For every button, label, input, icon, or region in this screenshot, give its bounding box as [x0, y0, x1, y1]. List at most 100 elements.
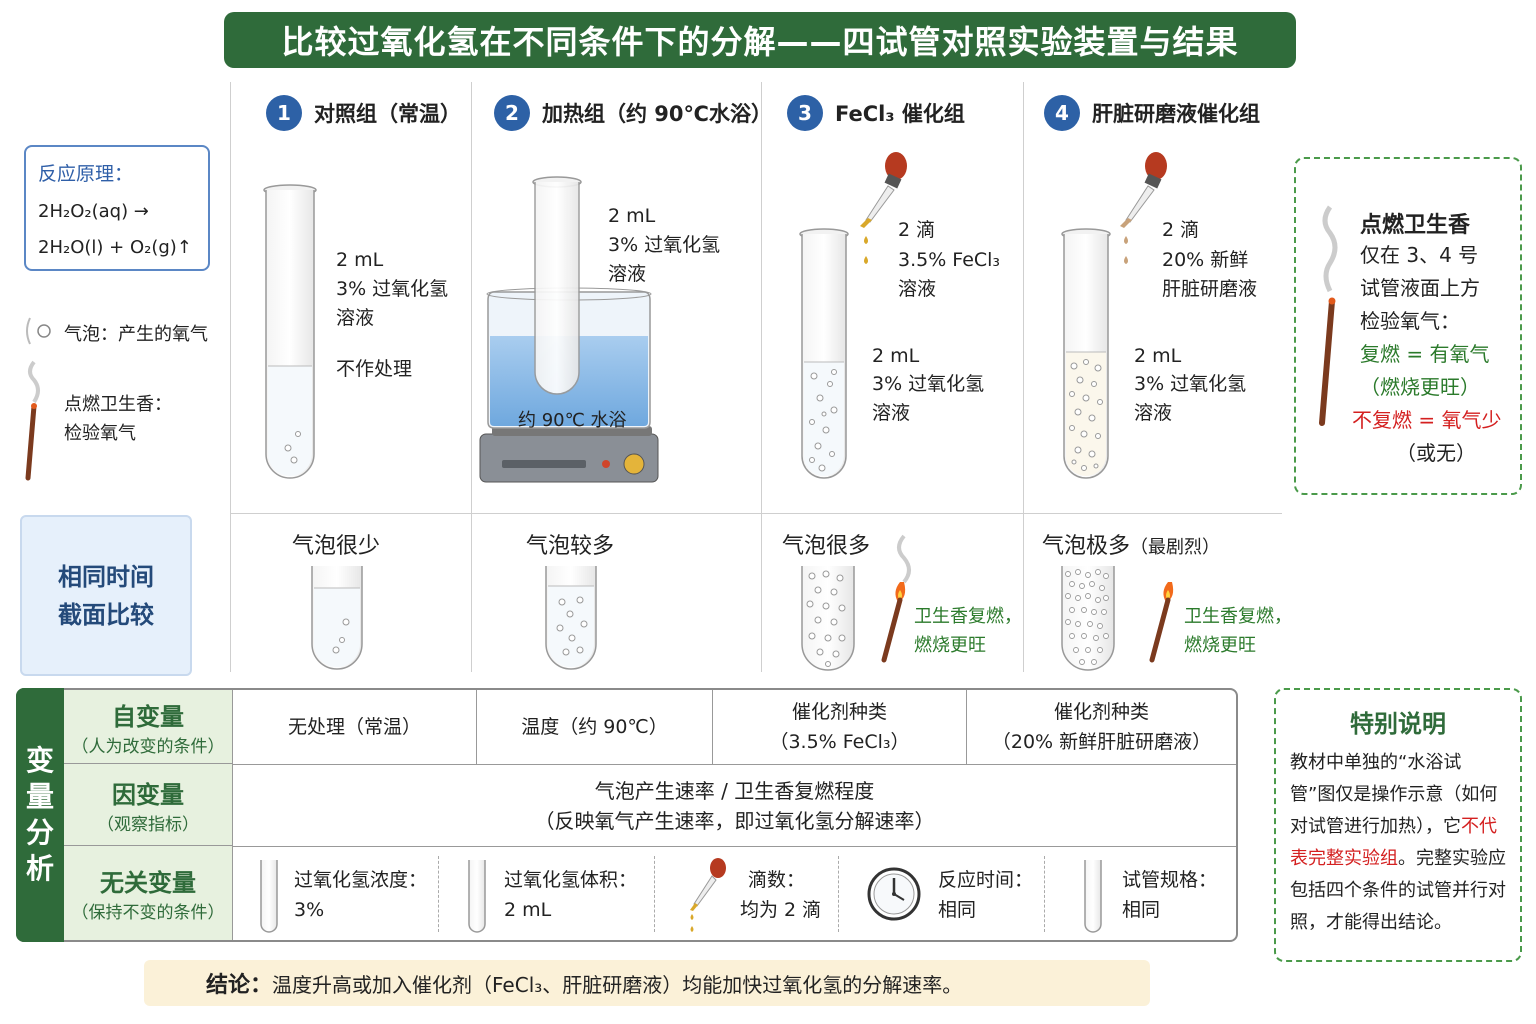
cv-item-2-label: 过氧化氢体积： — [504, 869, 638, 891]
tip-negative-2: （或无） — [1396, 441, 1476, 465]
table-divider — [232, 690, 233, 940]
iv-cell-4-text-2: （20% 新鲜肝脏研磨液） — [991, 731, 1212, 753]
side-label-char-2: 量 — [25, 780, 54, 813]
group-2-solution-line1: 2 mL — [608, 205, 656, 227]
special-note-box: 特别说明 教材中单独的“水浴试管”图仅是操作示意（如何对试管进行加热），它不代表… — [1274, 688, 1522, 962]
tip-positive-2: （燃烧更旺） — [1360, 375, 1480, 399]
group-1-solution-line1: 2 mL — [336, 249, 384, 271]
conclusion-text: 温度升高或加入催化剂（FeCl₃、肝脏研磨液）均能加快过氧化氢的分解速率。 — [272, 972, 963, 997]
cv-dropper-icon — [690, 858, 726, 932]
iv-cell-2: 温度（约 90℃） — [477, 690, 712, 764]
table-divider — [966, 690, 967, 764]
result-2-tube-section — [545, 566, 597, 670]
group-4-name: 肝脏研磨液催化组 — [1092, 102, 1260, 126]
result-4-label: 气泡极多（最剧烈） — [1042, 528, 1220, 560]
iv-cell-3: 催化剂种类 （3.5% FeCl₃） — [713, 690, 966, 764]
comparison-label-line2: 截面比较 — [58, 600, 154, 629]
group-1-solution-line3: 溶液 — [336, 307, 375, 329]
conclusion-bar: 结论：温度升高或加入催化剂（FeCl₃、肝脏研磨液）均能加快过氧化氢的分解速率。 — [144, 960, 1150, 1006]
clock-icon — [867, 867, 921, 921]
dv-cell-line1: 气泡产生速率 / 卫生香复燃程度 — [594, 778, 875, 803]
result-1-label: 气泡很少 — [292, 534, 381, 559]
group-3-name: FeCl₃ 催化组 — [835, 102, 965, 126]
group-1-name: 对照组（常温） — [314, 102, 461, 126]
water-bath-label: 约 90℃ 水浴 — [518, 410, 627, 431]
cv-item-1-label: 过氧化氢浓度： — [294, 869, 428, 891]
tip-positive-1: 复燃 = 有氧气 — [1360, 342, 1490, 366]
table-divider — [712, 690, 713, 764]
comparison-label-line1: 相同时间 — [58, 562, 154, 591]
table-divider — [232, 846, 1236, 847]
group-2-water-bath-apparatus — [479, 176, 659, 483]
cv-divider — [438, 856, 439, 932]
result-3-incense-note-1: 卫生香复燃， — [914, 606, 1022, 627]
group-3-drop-line1: 2 滴 — [898, 219, 936, 241]
group-2-name: 加热组（约 90℃水浴） — [542, 102, 772, 126]
group-4-header: 4 肝脏研磨液催化组 — [1044, 95, 1260, 131]
group-3-dropper-icon — [860, 152, 907, 264]
cv-item-4-value: 相同 — [938, 899, 977, 921]
table-divider — [232, 764, 1236, 765]
cv-tube-spec-icon — [1084, 860, 1102, 933]
cv-sublabel: （保持不变的条件） — [71, 903, 225, 923]
result-4-extra: （最剧烈） — [1130, 537, 1221, 558]
result-3-label: 气泡很多 — [782, 534, 871, 559]
side-label-char-4: 析 — [25, 852, 54, 885]
tip-line-2: 试管液面上方 — [1360, 276, 1480, 300]
group-3-header: 3 FeCl₃ 催化组 — [787, 95, 965, 131]
special-note-text-2: 。完整实验应包括四个条件的试管并行对照，才能得出结论。 — [1290, 848, 1506, 933]
dv-cell-line2: （反映氧气产生速率，即过氧化氢分解速率） — [534, 808, 935, 833]
result-4-incense-icon — [1149, 582, 1174, 663]
tip-line-1: 仅在 3、4 号 — [1360, 243, 1479, 267]
group-4-test-tube — [1061, 228, 1111, 479]
dv-label: 因变量 — [112, 780, 184, 809]
conclusion-label: 结论： — [206, 973, 273, 998]
tip-line-3: 检验氧气： — [1360, 309, 1460, 333]
result-4-text: 气泡极多 — [1042, 534, 1131, 559]
principle-equation-line1: 2H₂O₂(aq) → — [38, 201, 149, 222]
side-label-char-1: 变 — [25, 744, 54, 777]
incense-stick-icon — [1319, 205, 1338, 426]
result-3-incense-icon — [881, 534, 911, 663]
group-4-solution-line3: 溶液 — [1134, 402, 1173, 424]
column-divider — [230, 82, 231, 672]
result-2-label: 气泡较多 — [526, 534, 615, 559]
group-3-solution-line3: 溶液 — [872, 402, 911, 424]
cv-divider — [838, 856, 839, 932]
cv-item-5-label: 试管规格： — [1122, 869, 1218, 891]
result-3-incense-note-2: 燃烧更旺 — [914, 635, 986, 656]
side-label-char-3: 分 — [25, 816, 54, 849]
cv-item-2-value: 2 mL — [504, 899, 552, 921]
reaction-principle-box: 反应原理： 2H₂O₂(aq) → 2H₂O(l) + O₂(g)↑ — [24, 145, 210, 271]
group-1-solution-line2: 3% 过氧化氢 — [336, 278, 449, 300]
bubble-legend-icon — [26, 317, 51, 345]
incense-tip-box: 点燃卫生香 仅在 3、4 号 试管液面上方 检验氧气： 复燃 = 有氧气 （燃烧… — [1294, 157, 1522, 495]
cv-concentration-tube-icon — [260, 860, 278, 933]
column-divider — [761, 82, 762, 672]
group-3-drop-line3: 溶液 — [898, 278, 937, 300]
group-4-number: 4 — [1044, 95, 1080, 131]
group-1-header: 1 对照组（常温） — [266, 95, 461, 131]
group-4-drop-line2: 20% 新鲜 — [1162, 249, 1249, 271]
special-note-body: 教材中单独的“水浴试管”图仅是操作示意（如何对试管进行加热），它不代表完整实验组… — [1290, 747, 1506, 939]
group-3-drop-line2: 3.5% FeCl₃ — [898, 249, 1001, 271]
special-note-highlight: 不代表完整实验组 — [1290, 816, 1497, 869]
result-4-incense-note-2: 燃烧更旺 — [1184, 635, 1256, 656]
column-divider — [1023, 82, 1024, 672]
cv-item-1-value: 3% — [294, 899, 325, 921]
iv-cell-1: 无处理（常温） — [233, 690, 476, 764]
cv-item-3-value: 均为 2 滴 — [740, 899, 822, 921]
page-title: 比较过氧化氢在不同条件下的分解——四试管对照实验装置与结果 — [224, 12, 1296, 68]
group-3-test-tube — [799, 228, 849, 479]
independent-variable-label: 自变量 （人为改变的条件） — [64, 690, 232, 764]
group-1-treatment: 不作处理 — [336, 358, 413, 380]
group-2-number: 2 — [494, 95, 530, 131]
group-3-solution-line1: 2 mL — [872, 345, 920, 367]
group-2-header: 2 加热组（约 90℃水浴） — [494, 95, 772, 131]
group-3-number: 3 — [787, 95, 823, 131]
group-1-number: 1 — [266, 95, 302, 131]
cv-label: 无关变量 — [100, 869, 196, 897]
column-divider — [471, 82, 472, 672]
group-1-test-tube — [263, 184, 317, 479]
special-note-title: 特别说明 — [1350, 710, 1446, 738]
